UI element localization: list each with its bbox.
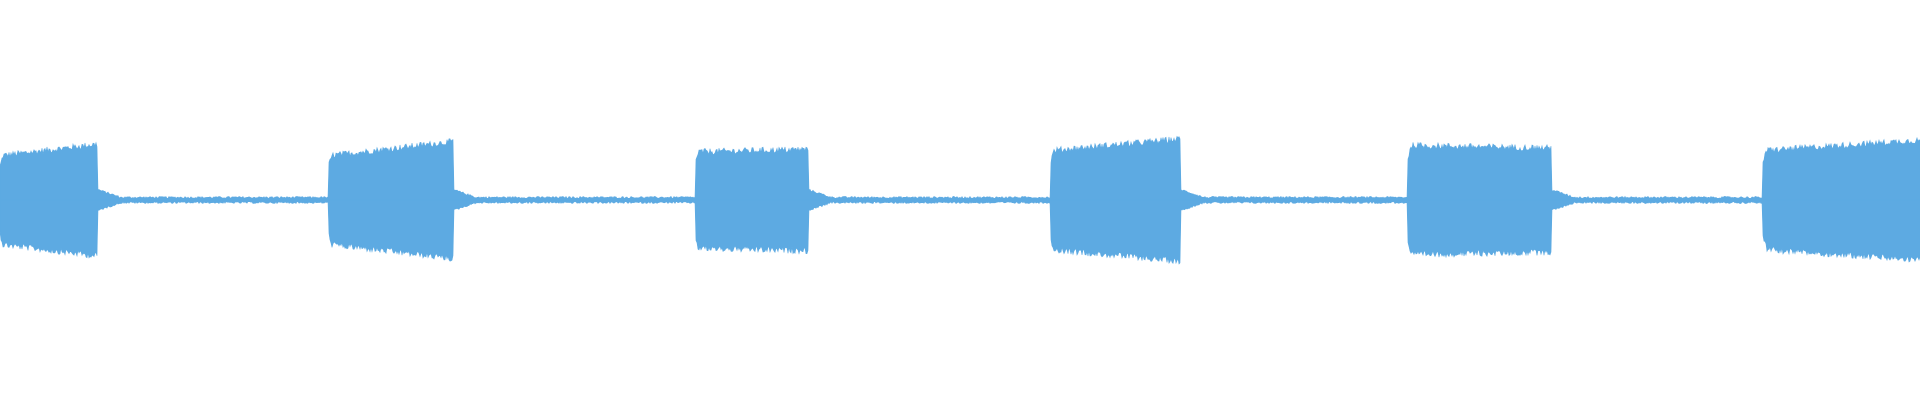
- waveform-bars: [0, 135, 1920, 265]
